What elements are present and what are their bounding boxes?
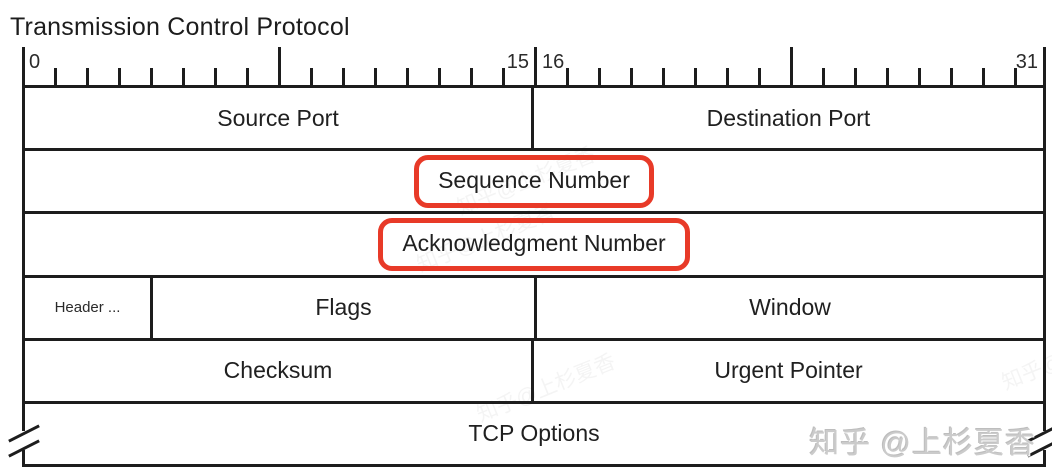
ruler-label-15: 15 xyxy=(506,51,529,73)
ruler-tick xyxy=(374,68,377,86)
field-label: Destination Port xyxy=(706,104,871,131)
ruler-tick xyxy=(822,68,825,86)
field-sequence-number: Sequence Number xyxy=(25,151,1043,211)
ruler-tick xyxy=(790,47,793,86)
table-row-options: TCP Options xyxy=(25,404,1043,464)
ruler-tick xyxy=(22,47,25,86)
field-label: Acknowledgment Number xyxy=(402,229,666,256)
field-acknowledgment-number: Acknowledgment Number xyxy=(25,214,1043,274)
ruler-tick xyxy=(630,68,633,86)
field-label: Flags xyxy=(315,294,372,321)
ruler-tick xyxy=(310,68,313,86)
field-window: Window xyxy=(537,278,1043,338)
ruler-tick xyxy=(86,68,89,86)
ruler-tick xyxy=(726,68,729,86)
ruler-tick xyxy=(246,68,249,86)
ruler-tick xyxy=(982,68,985,86)
field-label: Sequence Number xyxy=(438,166,630,193)
ruler-tick xyxy=(406,68,409,86)
highlight-box-sequence: Sequence Number xyxy=(414,154,654,208)
diagram-stage: 知乎@上杉夏香 知乎@上杉夏香 知乎@上杉夏香 知乎@上杉夏香 0 15 16 … xyxy=(8,0,1052,476)
page-title: Transmission Control Protocol xyxy=(10,13,350,41)
ruler-label-16: 16 xyxy=(542,51,565,73)
ruler-tick xyxy=(694,68,697,86)
tcp-field-table: Source Port Destination Port Sequence Nu… xyxy=(22,85,1046,467)
ruler-tick xyxy=(566,68,569,86)
table-row-checksum-urgent: Checksum Urgent Pointer xyxy=(25,340,1043,404)
field-header-length: Header ... xyxy=(25,277,153,338)
ruler-tick xyxy=(1014,68,1017,86)
table-row-flags-window: Header ... Flags Window xyxy=(25,277,1043,341)
ruler-label-0: 0 xyxy=(29,51,41,73)
highlight-box-acknowledgment: Acknowledgment Number xyxy=(378,217,690,271)
field-tcp-options: TCP Options xyxy=(25,404,1043,464)
ruler-tick xyxy=(438,68,441,86)
field-label: Window xyxy=(749,294,831,321)
field-label: Checksum xyxy=(223,357,333,384)
field-label: Urgent Pointer xyxy=(714,357,863,384)
ruler-tick xyxy=(918,68,921,86)
table-row-acknowledgment: Acknowledgment Number xyxy=(25,214,1043,278)
field-label: TCP Options xyxy=(468,420,600,447)
field-source-port: Source Port xyxy=(25,88,534,149)
border-break-mask-left xyxy=(20,431,27,450)
ruler-tick xyxy=(1043,47,1046,86)
ruler-tick xyxy=(662,68,665,86)
ruler-tick xyxy=(118,68,121,86)
ruler-tick xyxy=(950,68,953,86)
field-checksum: Checksum xyxy=(25,340,534,401)
watermark-text: 知乎 @上杉夏香 xyxy=(809,427,1036,460)
field-label: Header ... xyxy=(54,299,121,317)
ruler-label-31: 31 xyxy=(1015,51,1038,73)
field-label: Source Port xyxy=(217,104,339,131)
ruler-tick xyxy=(182,68,185,86)
ruler-tick xyxy=(278,47,281,86)
field-flags: Flags xyxy=(153,277,537,338)
ruler-tick xyxy=(854,68,857,86)
table-row-ports: Source Port Destination Port xyxy=(25,88,1043,152)
ruler-tick xyxy=(150,68,153,86)
ruler-tick xyxy=(502,68,505,86)
ruler-tick xyxy=(598,68,601,86)
field-urgent-pointer: Urgent Pointer xyxy=(534,341,1043,401)
ruler-tick xyxy=(342,68,345,86)
field-destination-port: Destination Port xyxy=(534,88,1043,148)
ruler-tick xyxy=(470,68,473,86)
ruler-tick xyxy=(534,47,537,86)
ruler-tick xyxy=(886,68,889,86)
ruler-tick xyxy=(54,68,57,86)
ruler-tick xyxy=(758,68,761,86)
table-row-sequence: Sequence Number xyxy=(25,151,1043,215)
ruler-tick xyxy=(214,68,217,86)
border-break-mask-right xyxy=(1041,431,1048,450)
